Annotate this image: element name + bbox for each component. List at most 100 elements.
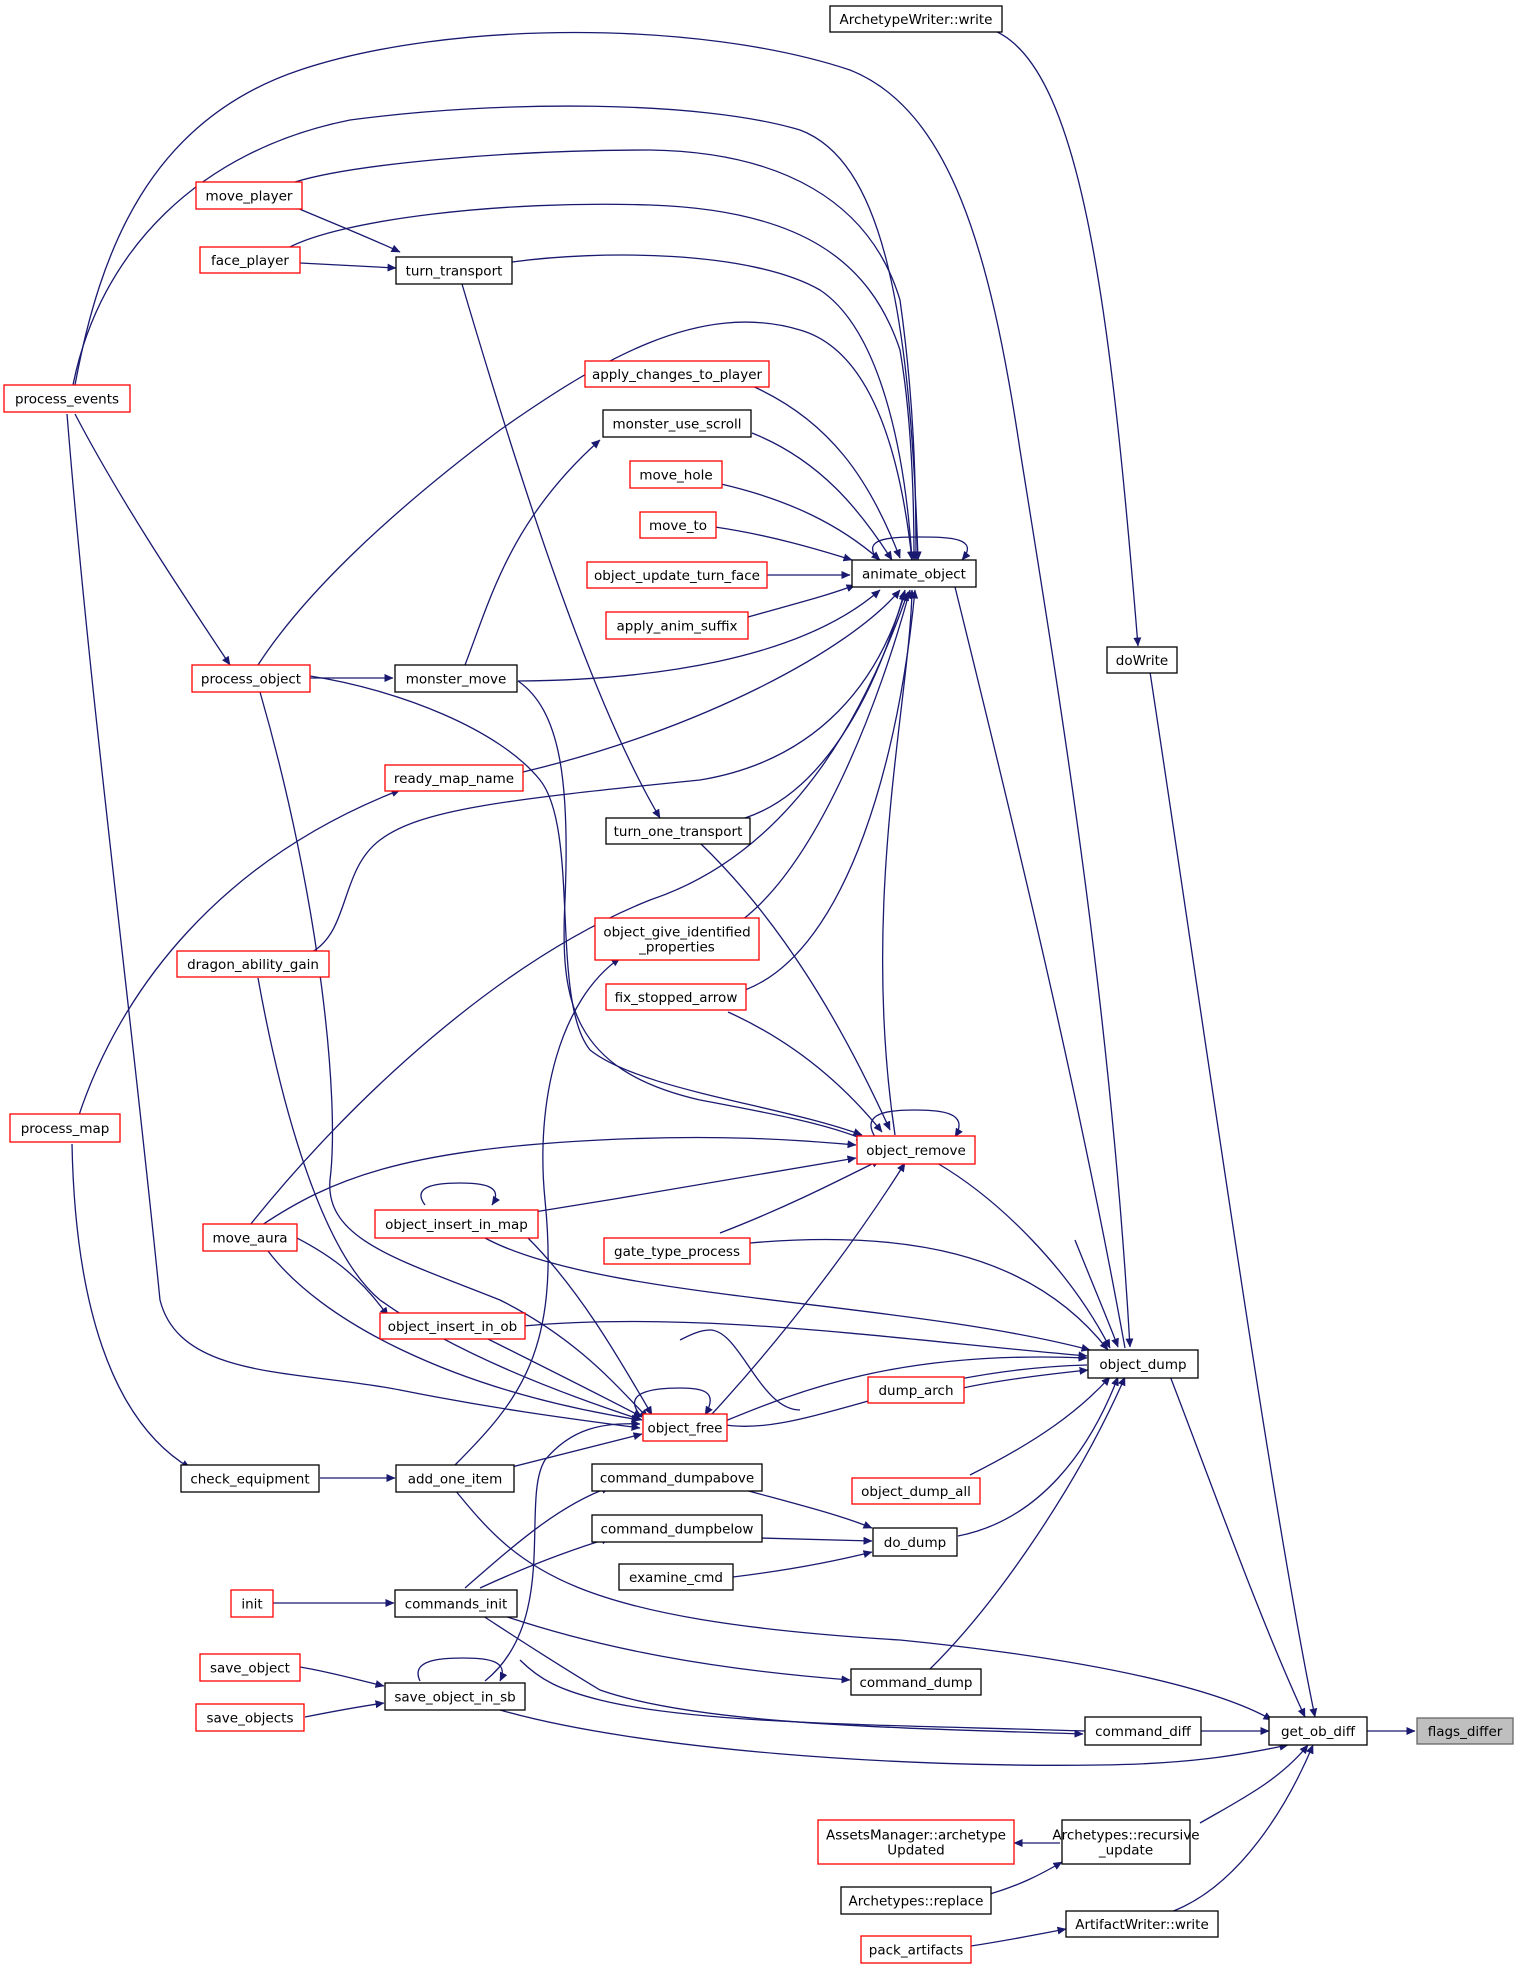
node-do-dump[interactable]: do_dump (872, 1527, 958, 1557)
node-save-objects[interactable]: save_objects (195, 1703, 305, 1732)
node-label: save_object_in_sb (394, 1690, 515, 1706)
node-process-map[interactable]: process_map (9, 1113, 121, 1143)
node-object-insert-in-map[interactable]: object_insert_in_map (374, 1209, 539, 1239)
node-box (195, 1703, 305, 1732)
node-box (591, 1463, 763, 1492)
edge-turn-transport-to-turn-one-transport (461, 283, 661, 819)
edge-dump-arch-to-object-dump (962, 1366, 1089, 1389)
node-box (1416, 1717, 1514, 1745)
node-move-to[interactable]: move_to (639, 511, 717, 539)
node-turn-one-transport[interactable]: turn_one_transport (605, 817, 751, 845)
node-move-hole[interactable]: move_hole (629, 460, 723, 489)
edge-ready-map-name-to-animate-object (522, 589, 901, 773)
node-pack-artifacts[interactable]: pack_artifacts (860, 1935, 972, 1964)
node-box (195, 181, 303, 210)
edge-save-object-in-sb-self (417, 1657, 508, 1682)
node-label: dump_arch (878, 1383, 953, 1399)
edge-object-remove-to-animate-object (881, 589, 916, 1136)
node-object-free[interactable]: object_free (642, 1413, 728, 1442)
node-init[interactable]: init (230, 1589, 274, 1618)
node-dragon-ability-gain[interactable]: dragon_ability_gain (176, 950, 330, 978)
node-save-object[interactable]: save_object (199, 1653, 301, 1682)
node-label: save_object (210, 1661, 290, 1677)
node-box (639, 511, 717, 539)
node-monster-move[interactable]: monster_move (394, 664, 518, 693)
node-label: face_player (211, 253, 289, 269)
node-archetypewriter-write[interactable]: ArchetypeWriter::write (829, 5, 1003, 33)
edge-turn-one-transport-to-object-remove (699, 842, 891, 1131)
node-get-ob-diff[interactable]: get_ob_diff (1268, 1716, 1368, 1746)
node-box (817, 1819, 1015, 1865)
node-box (374, 1209, 539, 1239)
node-animate-object[interactable]: animate_object (851, 559, 977, 588)
node-command-dumpabove[interactable]: command_dumpabove (591, 1463, 763, 1492)
edge-object-insert-in-ob-to-object-dump (522, 1320, 1088, 1360)
node-gate-type-process[interactable]: gate_type_process (603, 1237, 751, 1265)
node-label: move_aura (212, 1231, 287, 1247)
node-label: do_dump (884, 1535, 946, 1551)
node-label: dragon_ability_gain (187, 957, 319, 973)
node-move-aura[interactable]: move_aura (202, 1223, 298, 1252)
node-archetypes-recursive-update[interactable]: Archetypes::recursive_update (1052, 1819, 1200, 1865)
node-dowrite[interactable]: doWrite (1106, 646, 1178, 674)
edge-object-insert-in-map-to-object-remove (527, 1155, 857, 1214)
node-object-give-identified-properties[interactable]: object_give_identified_properties (594, 917, 760, 961)
node-label: _update (1098, 1843, 1153, 1859)
edge-examine-cmd-to-do-dump (732, 1550, 873, 1578)
node-ready-map-name[interactable]: ready_map_name (384, 764, 524, 792)
node-add-one-item[interactable]: add_one_item (395, 1464, 515, 1493)
node-flags-differ[interactable]: flags_differ (1416, 1717, 1514, 1745)
node-label: apply_changes_to_player (592, 367, 763, 383)
node-command-dump[interactable]: command_dump (850, 1668, 982, 1696)
edge-add-one-item-to-object-free (499, 1432, 643, 1471)
node-box (230, 1589, 274, 1618)
edge-object-free-to-object-remove (711, 1162, 906, 1415)
node-face-player[interactable]: face_player (199, 246, 301, 274)
edge-gate-type-process-to-object-dump (749, 1238, 1109, 1351)
node-label: Archetypes::recursive (1052, 1828, 1199, 1844)
node-dump-arch[interactable]: dump_arch (867, 1376, 965, 1404)
node-label: monster_move (406, 672, 507, 688)
node-label: doWrite (1116, 653, 1168, 669)
node-label: pack_artifacts (869, 1943, 963, 1959)
node-apply-changes-to-player[interactable]: apply_changes_to_player (584, 360, 770, 388)
node-object-update-turn-face[interactable]: object_update_turn_face (586, 561, 768, 589)
node-move-player[interactable]: move_player (195, 181, 303, 210)
edge-monster-use-scroll-to-animate-object (751, 432, 893, 561)
node-label: object_give_identified (603, 925, 750, 941)
node-save-object-in-sb[interactable]: save_object_in_sb (384, 1682, 526, 1711)
call-graph-nodes: flags_differ get_ob_diff command_diff Ar… (3, 5, 1514, 1964)
node-command-dumpbelow[interactable]: command_dumpbelow (591, 1514, 763, 1543)
node-box (379, 1312, 526, 1340)
node-archetypes-replace[interactable]: Archetypes::replace (840, 1886, 992, 1915)
edge-apply-changes-to-player-to-animate-object (749, 384, 901, 559)
node-turn-transport[interactable]: turn_transport (395, 256, 513, 285)
edge-fix-stopped-arrow-to-animate-object (744, 589, 919, 991)
node-process-object[interactable]: process_object (191, 664, 311, 693)
node-examine-cmd[interactable]: examine_cmd (618, 1563, 734, 1591)
node-object-remove[interactable]: object_remove (856, 1135, 976, 1165)
node-box (191, 664, 311, 693)
node-object-insert-in-ob[interactable]: object_insert_in_ob (379, 1312, 526, 1340)
node-artifactwriter-write[interactable]: ArtifactWriter::write (1065, 1910, 1219, 1938)
node-object-dump-all[interactable]: object_dump_all (851, 1477, 981, 1505)
node-fix-stopped-arrow[interactable]: fix_stopped_arrow (605, 983, 747, 1011)
edge-turn-transport-to-animate-object (511, 254, 916, 561)
node-box (618, 1563, 734, 1591)
node-monster-use-scroll[interactable]: monster_use_scroll (602, 409, 752, 438)
edge-commands-init-to-command-diff (479, 1613, 1084, 1738)
node-label: flags_differ (1428, 1724, 1503, 1740)
node-check-equipment[interactable]: check_equipment (180, 1464, 320, 1493)
node-apply-anim-suffix[interactable]: apply_anim_suffix (605, 611, 749, 640)
edge-object-dump-marker-animate (1074, 1239, 1119, 1348)
node-box (851, 1477, 981, 1505)
node-label: object_update_turn_face (594, 568, 760, 584)
node-box (1084, 1716, 1202, 1746)
node-box (867, 1376, 965, 1404)
node-label: move_player (206, 189, 293, 205)
node-command-diff[interactable]: command_diff (1084, 1716, 1202, 1746)
node-process-events[interactable]: process_events (3, 384, 131, 413)
node-commands-init[interactable]: commands_init (394, 1589, 518, 1618)
node-object-dump[interactable]: object_dump (1087, 1349, 1199, 1379)
